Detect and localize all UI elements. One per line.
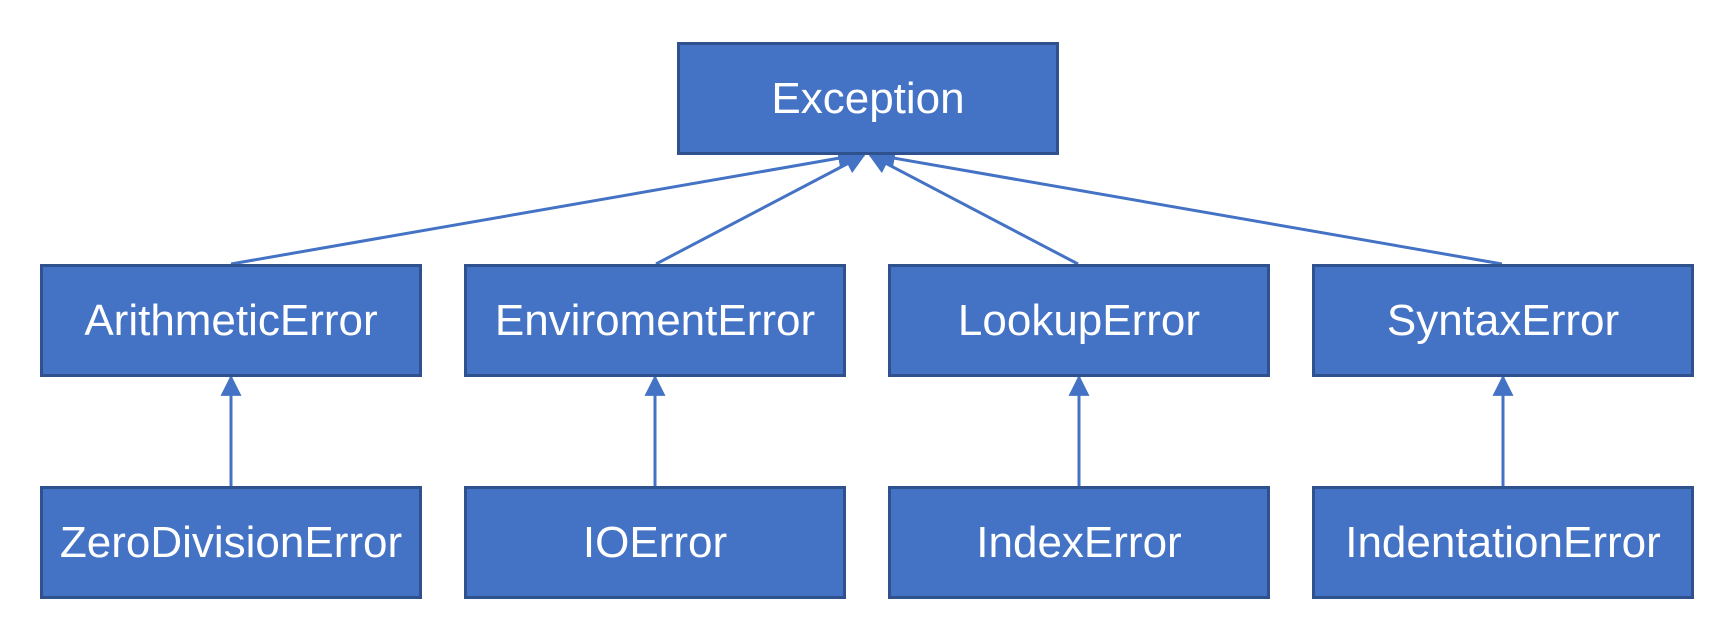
node-arithmeticerror: ArithmeticError	[40, 264, 422, 377]
node-indentationerror: IndentationError	[1312, 486, 1694, 599]
edge-arithmeticerror-to-exception	[230, 147, 860, 266]
node-enviromenterror: EnviromentError	[464, 264, 846, 377]
node-indexerror: IndexError	[888, 486, 1270, 599]
edge-enviromenterror-to-exception	[655, 153, 866, 266]
node-lookuperror: LookupError	[888, 264, 1270, 377]
edge-syntaxerror-to-exception	[873, 147, 1503, 266]
edge-lookuperror-to-exception	[868, 153, 1079, 266]
node-zerodivisionerror: ZeroDivisionError	[40, 486, 422, 599]
node-syntaxerror: SyntaxError	[1312, 264, 1694, 377]
node-exception: Exception	[677, 42, 1059, 155]
node-ioerror: IOError	[464, 486, 846, 599]
